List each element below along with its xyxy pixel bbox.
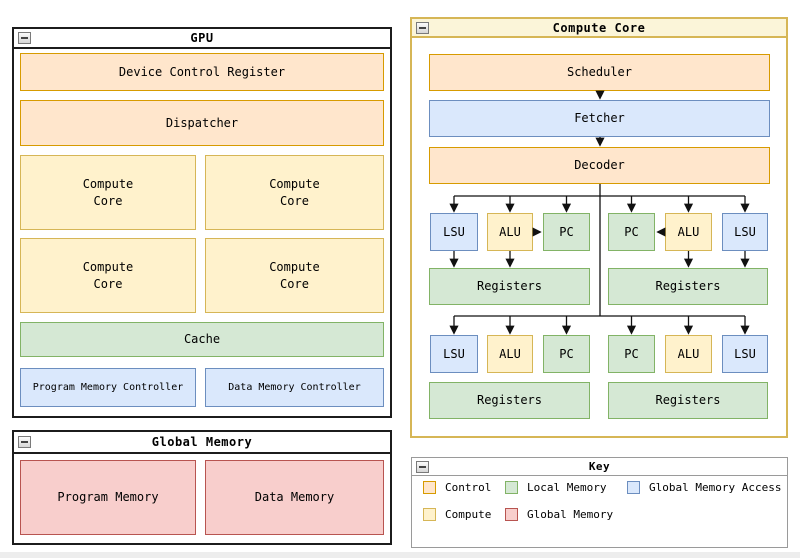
page-bottom-strip — [0, 552, 800, 558]
control-swatch — [423, 481, 436, 494]
data-memory-block: Data Memory — [205, 460, 384, 535]
local-memory-swatch — [505, 481, 518, 494]
compute-core-title: Compute Core — [552, 20, 646, 35]
key-item-global-memory-access: Global Memory Access — [627, 481, 781, 494]
lsu-block-r1-left: LSU — [430, 213, 478, 251]
lsu-block-r1-right: LSU — [722, 213, 768, 251]
decoder-block: Decoder — [429, 147, 770, 184]
pc-block-r1-left: PC — [543, 213, 590, 251]
pc-block-r2-left: PC — [543, 335, 590, 373]
compute-core-block-4: Compute Core — [205, 238, 384, 313]
device-control-register-block: Device Control Register — [20, 53, 384, 91]
key-window: Key Control Local Memory Global Memory A… — [411, 457, 788, 548]
minus-icon — [21, 37, 28, 39]
compute-core-block-1: Compute Core — [20, 155, 196, 230]
registers-block-r2-right: Registers — [608, 382, 768, 419]
alu-block-r2-left: ALU — [487, 335, 533, 373]
gpu-window: GPU Device Control Register Dispatcher C… — [12, 27, 392, 418]
global-memory-title: Global Memory — [151, 435, 253, 449]
key-item-global-memory: Global Memory — [505, 508, 613, 521]
key-item-label: Control — [445, 481, 492, 494]
key-item-label: Global Memory — [527, 508, 614, 521]
cache-block: Cache — [20, 322, 384, 357]
minus-icon — [21, 441, 28, 443]
program-memory-block: Program Memory — [20, 460, 196, 535]
pc-block-r2-right: PC — [608, 335, 655, 373]
key-titlebar: Key — [412, 458, 787, 476]
global-memory-access-swatch — [627, 481, 640, 494]
key-item-label: Global Memory Access — [649, 481, 782, 494]
global-memory-collapse-button[interactable] — [18, 436, 31, 448]
scheduler-block: Scheduler — [429, 54, 770, 91]
key-item-local-memory: Local Memory — [505, 481, 606, 494]
alu-block-r1-right: ALU — [665, 213, 712, 251]
compute-swatch — [423, 508, 436, 521]
compute-core-titlebar: Compute Core — [412, 19, 786, 38]
compute-core-block-2: Compute Core — [205, 155, 384, 230]
key-item-compute: Compute — [423, 508, 491, 521]
key-item-label: Compute — [445, 508, 492, 521]
registers-block-r1-right: Registers — [608, 268, 768, 305]
compute-core-window: Compute Core Scheduler Fetcher Decoder L… — [410, 17, 788, 438]
minus-icon — [419, 26, 426, 29]
key-title: Key — [588, 460, 611, 473]
global-memory-titlebar: Global Memory — [14, 432, 390, 454]
data-memory-controller-block: Data Memory Controller — [205, 368, 384, 407]
compute-core-collapse-button[interactable] — [416, 21, 429, 34]
global-memory-window: Global Memory Program Memory Data Memory — [12, 430, 392, 545]
registers-block-r1-left: Registers — [429, 268, 590, 305]
gpu-titlebar: GPU — [14, 29, 390, 49]
compute-core-block-3: Compute Core — [20, 238, 196, 313]
dispatcher-block: Dispatcher — [20, 100, 384, 146]
alu-block-r2-right: ALU — [665, 335, 712, 373]
global-memory-swatch — [505, 508, 518, 521]
lsu-block-r2-right: LSU — [722, 335, 768, 373]
registers-block-r2-left: Registers — [429, 382, 590, 419]
gpu-title: GPU — [190, 31, 214, 45]
minus-icon — [419, 465, 426, 468]
key-item-label: Local Memory — [527, 481, 607, 494]
alu-block-r1-left: ALU — [487, 213, 533, 251]
pc-block-r1-right: PC — [608, 213, 655, 251]
program-memory-controller-block: Program Memory Controller — [20, 368, 196, 407]
fetcher-block: Fetcher — [429, 100, 770, 137]
gpu-collapse-button[interactable] — [18, 32, 31, 44]
key-item-control: Control — [423, 481, 491, 494]
key-collapse-button[interactable] — [416, 460, 429, 473]
lsu-block-r2-left: LSU — [430, 335, 478, 373]
